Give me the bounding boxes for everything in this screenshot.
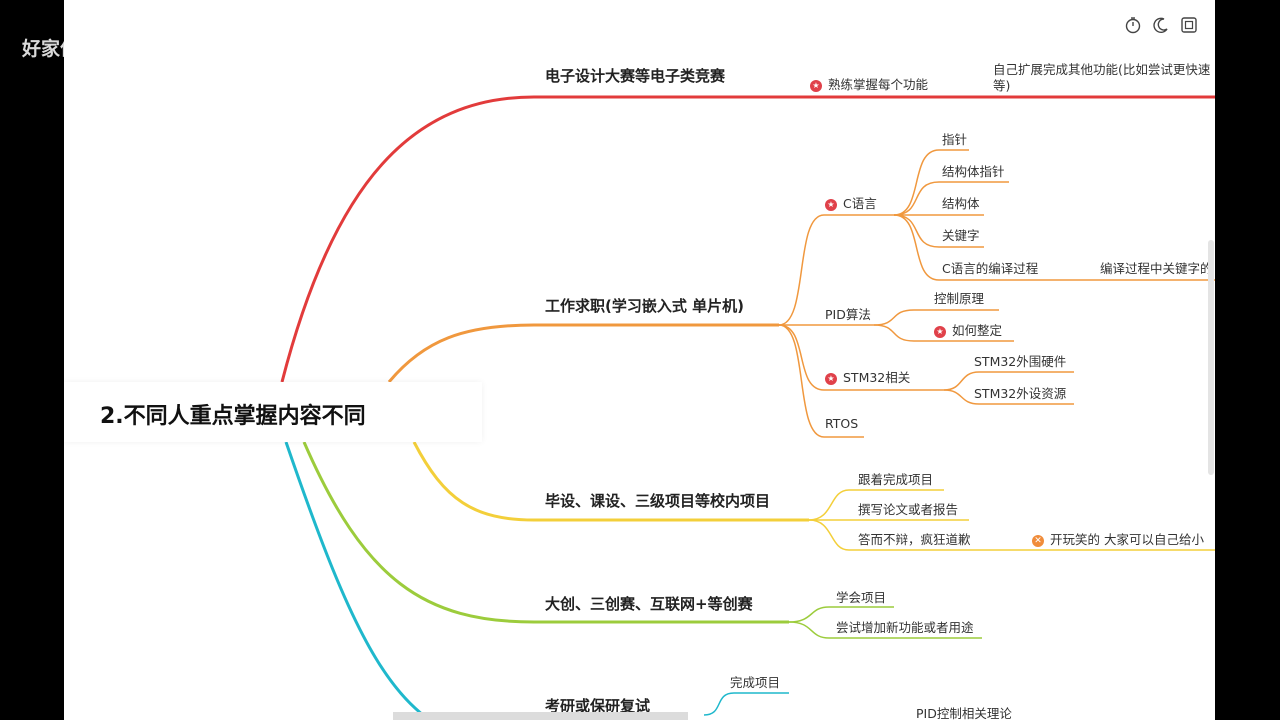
branch-job[interactable]: 工作求职(学习嵌入式 单片机) <box>545 297 744 315</box>
branch-innovation[interactable]: 大创、三创赛、互联网+等创赛 <box>545 595 753 613</box>
node-keyword[interactable]: 关键字 <box>942 228 980 243</box>
node-add-features[interactable]: 尝试增加新功能或者用途 <box>836 620 974 635</box>
node-apologize[interactable]: 答而不辩，疯狂道歉 <box>858 532 971 547</box>
mindmap-canvas: 2.不同人重点掌握内容不同 电子设计大赛等电子类竞赛 ★熟练掌握每个功能 自己扩… <box>64 0 1215 720</box>
node-compile-process[interactable]: C语言的编译过程 <box>942 261 1039 276</box>
fullscreen-icon[interactable] <box>1180 16 1198 34</box>
horizontal-scrollbar[interactable] <box>393 712 688 720</box>
star-icon: ★ <box>825 372 837 385</box>
node-c-language[interactable]: ★C语言 <box>825 196 877 212</box>
node-struct[interactable]: 结构体 <box>942 196 980 211</box>
node-follow-project[interactable]: 跟着完成项目 <box>858 472 934 487</box>
star-icon: ★ <box>934 325 946 338</box>
node-control-principle[interactable]: 控制原理 <box>934 291 985 306</box>
node-struct-pointer[interactable]: 结构体指针 <box>942 164 1005 179</box>
node-master-functions[interactable]: ★熟练掌握每个功能 <box>810 77 928 93</box>
branch-line-school <box>412 441 809 522</box>
branch-school-projects[interactable]: 毕设、课设、三级项目等校内项目 <box>545 492 771 510</box>
node-compile-detail[interactable]: 编译过程中关键字的 <box>1100 261 1213 276</box>
node-stm32-peripheral[interactable]: STM32外设资源 <box>974 386 1067 401</box>
node-stm32-hardware[interactable]: STM32外围硬件 <box>974 354 1067 369</box>
node-joke[interactable]: ✕开玩笑的 大家可以自己给小 <box>1032 532 1204 548</box>
moon-icon[interactable] <box>1152 16 1170 34</box>
node-learn-project[interactable]: 学会项目 <box>836 590 887 605</box>
star-icon: ★ <box>810 79 822 92</box>
branch-line-exam <box>284 441 433 720</box>
watermark-text: 好家伙WCC <box>22 38 128 60</box>
node-complete-project[interactable]: 完成项目 <box>730 675 781 690</box>
cross-icon: ✕ <box>1032 534 1044 547</box>
node-extend-functions[interactable]: 自己扩展完成其他功能(比如尝试更快速等) <box>993 62 1211 93</box>
node-pid[interactable]: PID算法 <box>825 307 871 322</box>
mindmap-connectors <box>280 95 1215 720</box>
node-pointer[interactable]: 指针 <box>942 132 968 147</box>
branch-line-job <box>387 323 779 383</box>
root-node[interactable]: 2.不同人重点掌握内容不同 <box>64 382 482 442</box>
branch-line-innovation <box>302 441 789 624</box>
star-icon: ★ <box>825 198 837 211</box>
stopwatch-icon[interactable] <box>1124 16 1142 34</box>
node-rtos[interactable]: RTOS <box>825 416 859 431</box>
bilibili-logo-icon <box>164 32 236 60</box>
root-label: 2.不同人重点掌握内容不同 <box>100 404 366 429</box>
branch-line-competition <box>280 95 1215 383</box>
node-write-report[interactable]: 撰写论文或者报告 <box>858 502 959 517</box>
node-pid-theory[interactable]: PID控制相关理论 <box>916 706 1012 720</box>
branch-exam[interactable]: 考研或保研复试 <box>545 697 651 715</box>
vertical-scrollbar[interactable] <box>1208 240 1214 475</box>
node-stm32[interactable]: ★STM32相关 <box>825 370 910 386</box>
branch-competition[interactable]: 电子设计大赛等电子类竞赛 <box>545 67 726 85</box>
node-tuning[interactable]: ★如何整定 <box>934 323 1002 339</box>
